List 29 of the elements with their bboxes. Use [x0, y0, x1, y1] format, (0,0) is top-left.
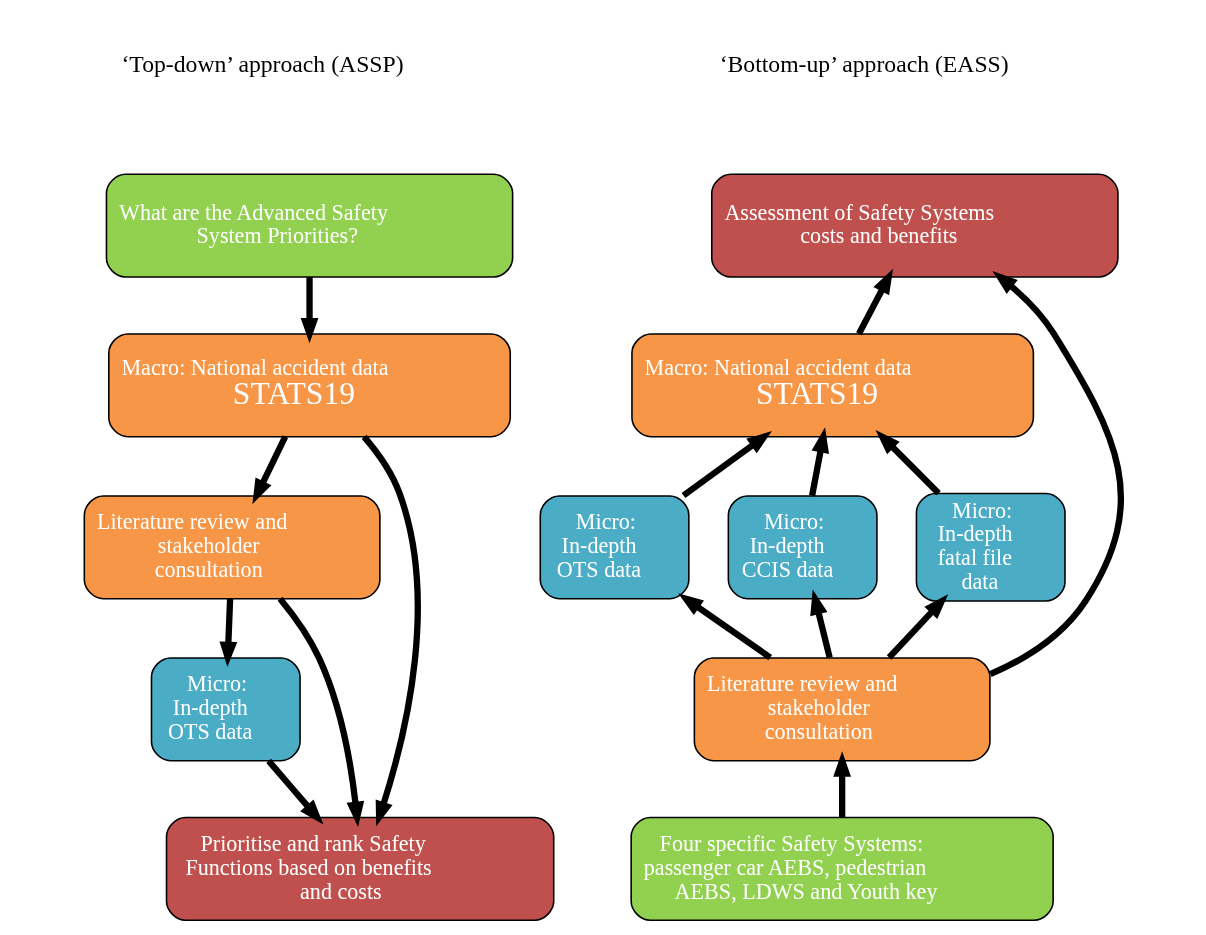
arrow	[677, 593, 772, 661]
arrow	[988, 271, 1124, 677]
node-box: Micro: In-depth OTS data	[150, 657, 301, 762]
arrow	[832, 751, 851, 818]
arrow	[219, 598, 237, 668]
node-box: Micro: In-depth OTS data	[539, 495, 690, 600]
arrow	[886, 594, 948, 660]
node-box: Micro: In-depth fatal file data	[915, 492, 1066, 602]
node-box: Prioritise and rank Safety Functions based on benefits and costs	[165, 816, 554, 922]
node-box: Micro: In-depth CCIS data	[727, 495, 878, 600]
node-box: What are the Advanced Safety System Priorities?	[105, 173, 513, 278]
arrow	[855, 268, 893, 336]
node-box: Four specific Safety Systems: passenger car AEBS, pedestrian AEBS, LDWS and Youth key	[629, 816, 1054, 922]
arrow	[300, 277, 318, 344]
node-box: Macro: National accident data STATS19	[107, 333, 511, 438]
arrow	[809, 589, 833, 659]
arrow	[875, 429, 941, 496]
arrow	[265, 758, 323, 825]
node-box: Literature review and stakeholder consultation	[83, 495, 381, 600]
label: ‘Top-down’ approach (ASSP)	[120, 50, 404, 77]
label: ‘Bottom-up’ approach (EASS)	[719, 50, 1009, 77]
arrow	[251, 435, 288, 505]
arrow	[681, 431, 772, 499]
node-box: Macro: National accident data STATS19	[630, 333, 1034, 438]
node-box: Literature review and stakeholder consultation	[693, 657, 991, 762]
arrow	[808, 427, 829, 497]
arrow	[361, 434, 421, 827]
node-box: Assessment of Safety Systems costs and benefits	[710, 173, 1119, 278]
arrow	[277, 596, 364, 828]
